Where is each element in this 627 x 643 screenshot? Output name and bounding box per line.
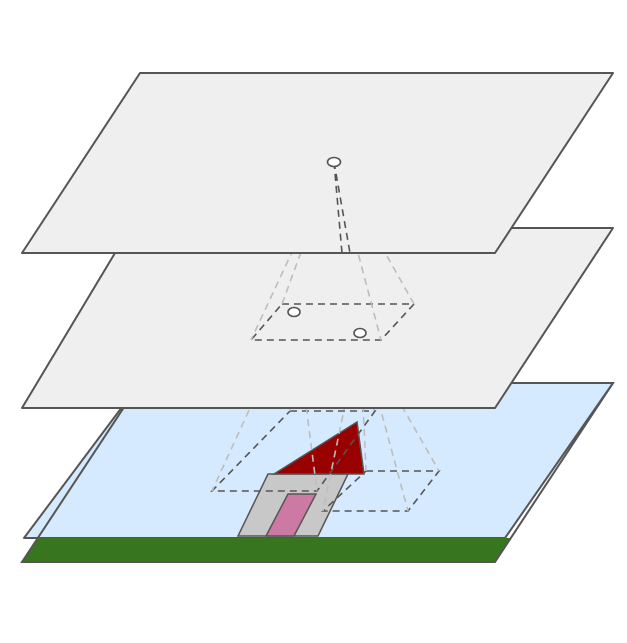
grass-strip (22, 538, 510, 562)
hidden-layer-plane (21, 227, 614, 409)
connection-line (333, 161, 343, 254)
connection-line (333, 161, 351, 254)
house-door (264, 493, 318, 537)
hidden-layer (21, 227, 614, 409)
hidden-unit (287, 306, 301, 318)
hidden-unit (353, 327, 367, 339)
house-roof (271, 420, 365, 475)
house (236, 420, 365, 537)
output-unit (326, 156, 342, 168)
output-layer (21, 72, 614, 254)
output-layer-plane (21, 72, 614, 254)
input-image-layer (20, 382, 615, 563)
